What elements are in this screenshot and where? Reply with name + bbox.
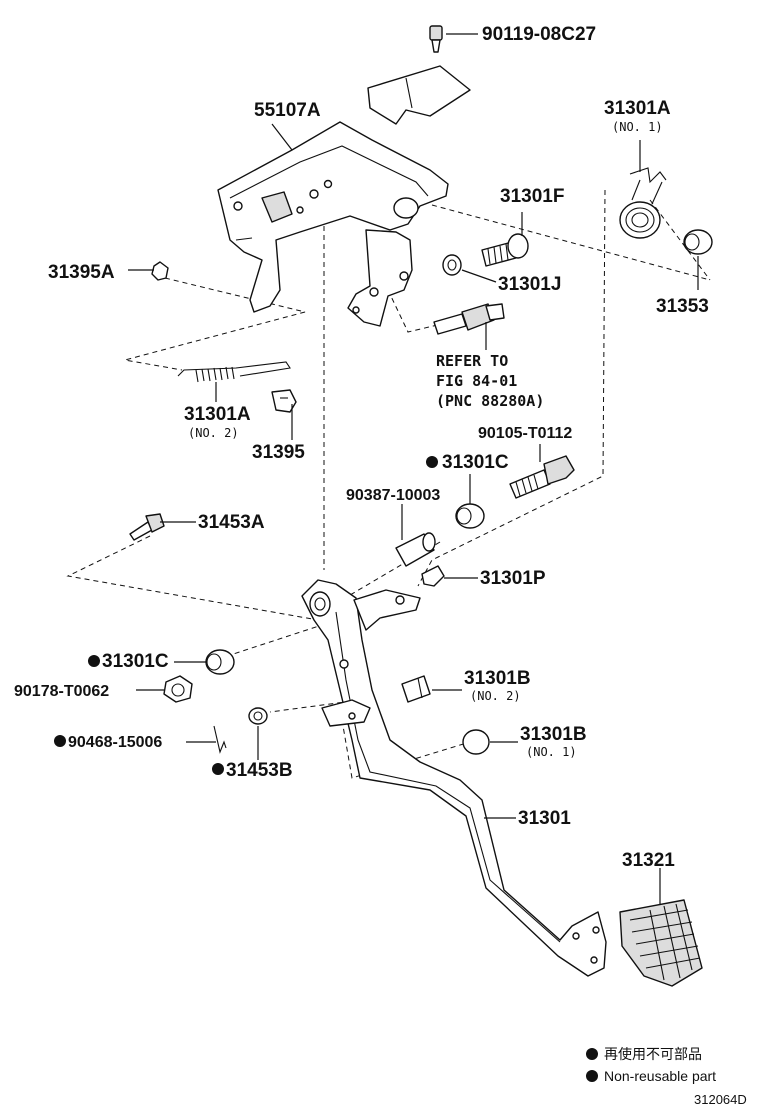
pin-90468-part bbox=[213, 725, 227, 754]
stopper-31301f-part bbox=[481, 233, 529, 267]
label-31301p: 31301P bbox=[480, 568, 546, 589]
pedal-support-bracket bbox=[217, 121, 449, 327]
label-31301b-no1-sub: (NO. 1) bbox=[526, 745, 577, 759]
label-31301j: 31301J bbox=[498, 274, 561, 295]
cushion-31301b-no1-part bbox=[462, 729, 490, 755]
label-31301a-no1: 31301A bbox=[604, 98, 671, 119]
nut-90178-part bbox=[163, 675, 193, 703]
return-spring-no2-part bbox=[177, 361, 291, 383]
label-55107a: 55107A bbox=[254, 100, 321, 121]
pedal-pad-part bbox=[619, 899, 703, 987]
clip-31301p-part bbox=[421, 565, 445, 587]
label-31321: 31321 bbox=[622, 850, 675, 871]
non-reusable-dot bbox=[88, 655, 100, 667]
label-31301a-no1-sub: (NO. 1) bbox=[612, 120, 663, 134]
part-labels: 90119-08C27 55107A 31301A (NO. 1) 31301F… bbox=[14, 24, 709, 871]
return-spring-no1-part bbox=[619, 167, 667, 239]
label-31301b-no2-sub: (NO. 2) bbox=[470, 689, 521, 703]
label-31301f: 31301F bbox=[500, 186, 564, 207]
label-31301: 31301 bbox=[518, 808, 571, 829]
stop-lamp-switch-part bbox=[433, 303, 505, 335]
bolt-90105-part bbox=[509, 455, 575, 499]
label-31301a-no2-sub: (NO. 2) bbox=[188, 426, 239, 440]
label-31301b-no2: 31301B bbox=[464, 668, 531, 689]
collar-90387-part bbox=[395, 532, 436, 567]
clip-31395-part bbox=[271, 389, 297, 413]
clip-31395a-part bbox=[151, 261, 169, 281]
refer-line-2: FIG 84-01 bbox=[436, 372, 517, 390]
label-90119: 90119-08C27 bbox=[482, 24, 596, 45]
bolt-31453a-part bbox=[129, 513, 165, 541]
brake-pedal-arm bbox=[301, 579, 607, 977]
legend-line-en: Non-reusable part bbox=[604, 1068, 716, 1084]
label-90387: 90387-10003 bbox=[346, 487, 440, 504]
label-31301b-no1: 31301B bbox=[520, 724, 587, 745]
label-31453a: 31453A bbox=[198, 512, 265, 533]
label-90105: 90105-T0112 bbox=[478, 425, 572, 442]
label-31353: 31353 bbox=[656, 296, 709, 317]
leader-lines bbox=[128, 33, 699, 904]
legend: 再使用不可部品 Non-reusable part bbox=[586, 1046, 716, 1084]
bushing-31301c-bottom-part bbox=[205, 649, 235, 675]
non-reusable-dot bbox=[54, 735, 66, 747]
non-reusable-dot bbox=[212, 763, 224, 775]
label-31301c-top: 31301C bbox=[442, 452, 509, 473]
label-31301c-bottom: 31301C bbox=[102, 651, 169, 672]
bushing-31353-part bbox=[683, 229, 713, 255]
label-31395a: 31395A bbox=[48, 262, 115, 283]
label-31453b: 31453B bbox=[226, 760, 293, 781]
legend-dot-icon bbox=[586, 1070, 598, 1082]
non-reusable-dot bbox=[426, 456, 438, 468]
figure-code: 312064D bbox=[694, 1092, 747, 1107]
refer-line-1: REFER TO bbox=[436, 352, 508, 370]
bracket-cover-part bbox=[367, 65, 471, 125]
refer-line-3: (PNC 88280A) bbox=[436, 392, 544, 410]
nut-31301j-part bbox=[442, 254, 462, 276]
label-31395: 31395 bbox=[252, 442, 305, 463]
legend-dot-icon bbox=[586, 1048, 598, 1060]
bushing-31453b-part bbox=[248, 707, 268, 725]
label-31301a-no2: 31301A bbox=[184, 404, 251, 425]
bushing-31301c-top-part bbox=[455, 503, 485, 529]
legend-line-ja: 再使用不可部品 bbox=[604, 1046, 702, 1062]
label-90178: 90178-T0062 bbox=[14, 683, 109, 700]
cushion-31301b-no2-part bbox=[401, 675, 431, 703]
bolt-90119-part bbox=[429, 25, 443, 53]
label-90468: 90468-15006 bbox=[68, 734, 162, 751]
